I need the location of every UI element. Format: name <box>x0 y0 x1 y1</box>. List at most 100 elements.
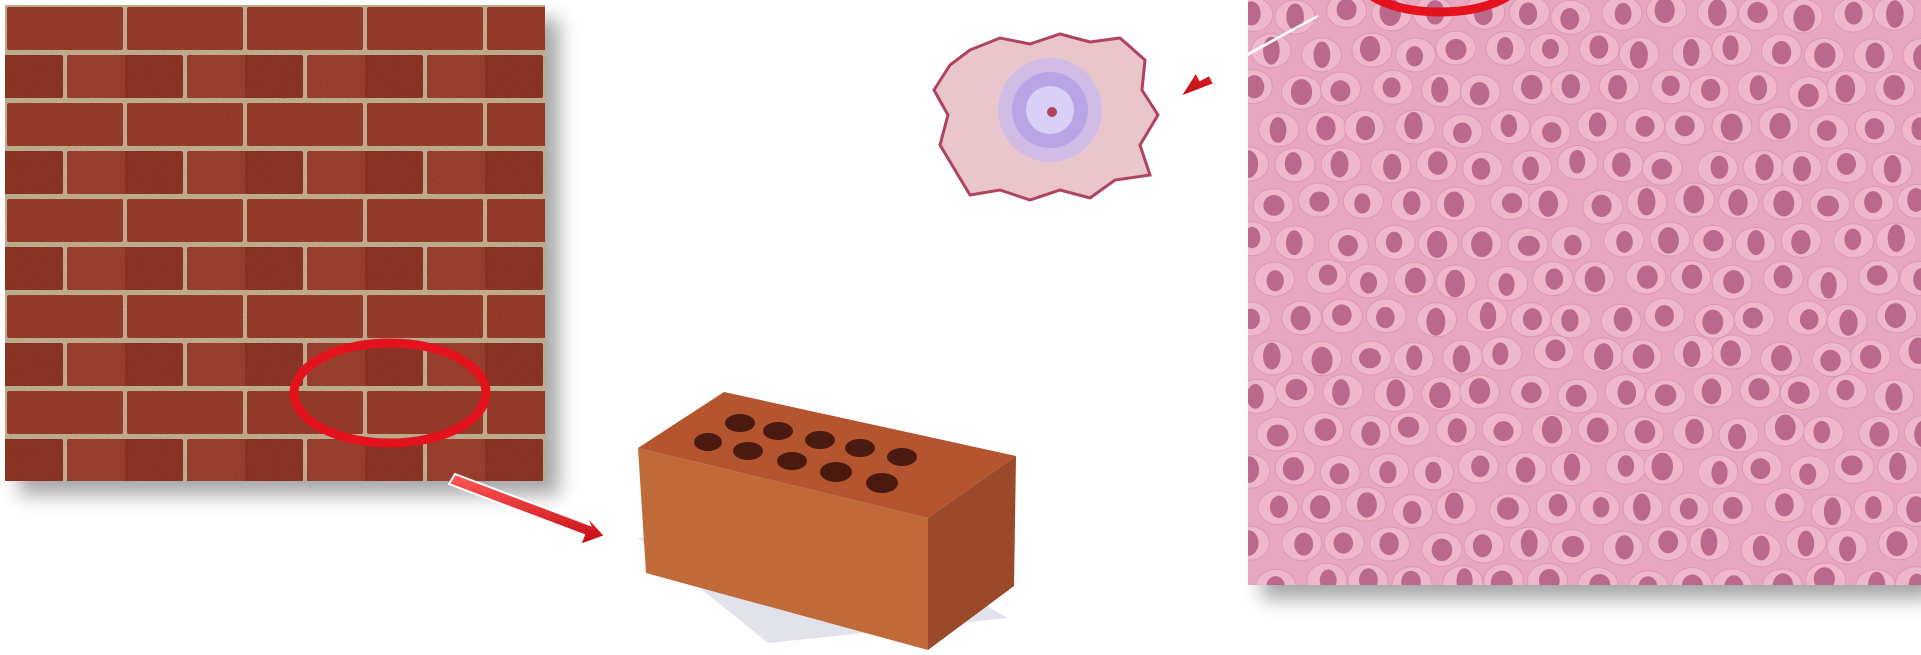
tissue-nucleus <box>1661 76 1679 96</box>
tissue-nucleus <box>1883 75 1905 100</box>
tissue-nucleus <box>1521 382 1541 403</box>
tissue-nucleus <box>1755 154 1773 180</box>
tissue-nucleus <box>1431 77 1448 102</box>
tissue-nucleus <box>1658 531 1678 554</box>
tissue-nucleus <box>1312 347 1333 374</box>
tissue-nucleus <box>1710 156 1728 179</box>
tissue-nucleus <box>1865 496 1882 519</box>
tissue-nucleus <box>1702 379 1722 405</box>
tissue-nucleus <box>1800 309 1819 330</box>
tissue-nucleus <box>1376 307 1395 328</box>
tissue-nucleus <box>1398 417 1419 438</box>
tissue-nucleus <box>1480 302 1496 329</box>
tissue-nucleus <box>1769 113 1790 139</box>
tissue-nucleus <box>1383 154 1401 180</box>
tissue-nucleus <box>1589 112 1606 136</box>
tissue-nucleus <box>1426 308 1445 336</box>
tissue-nucleus <box>1820 350 1840 372</box>
tissue-nucleus <box>1309 192 1329 212</box>
tissue-nucleus <box>1615 3 1632 25</box>
tissue-nucleus <box>1566 385 1587 407</box>
tissue-nucleus <box>1564 454 1580 481</box>
tissue-nucleus <box>1589 35 1608 58</box>
tissue-nucleus <box>1521 75 1542 100</box>
tissue-nucleus <box>1655 384 1676 406</box>
tissue-nucleus <box>1702 310 1723 335</box>
arrow-right-down-icon <box>449 474 605 545</box>
tissue-nucleus <box>1472 158 1491 180</box>
tissue-nucleus <box>1314 42 1331 68</box>
tissue-nucleus <box>1521 530 1538 557</box>
tissue-nucleus <box>1291 79 1312 105</box>
tissue-nucleus <box>1723 270 1744 293</box>
tissue-nucleus <box>1316 116 1335 141</box>
tissue-nucleus <box>1518 236 1540 256</box>
tissue-nucleus <box>1683 39 1699 66</box>
tissue-nucleus <box>1703 230 1723 251</box>
tissue-nucleus <box>1637 265 1658 288</box>
tissue-nucleus <box>1753 536 1770 561</box>
brick-wall-photo <box>5 5 545 481</box>
tissue-nucleus <box>1728 189 1747 216</box>
tissue-nucleus <box>1332 304 1352 325</box>
tissue-nucleus <box>1814 42 1835 67</box>
tissue-nucleus <box>1263 195 1284 216</box>
tissue-nucleus <box>1616 231 1633 253</box>
tissue-nucleus <box>1542 39 1559 59</box>
tissue-nucleus <box>1330 80 1350 101</box>
tissue-nucleus <box>1359 348 1381 368</box>
tissue-nucleus <box>1886 531 1907 556</box>
tissue-nucleus <box>1743 307 1763 328</box>
tissue-nucleus <box>1788 382 1810 404</box>
tissue-nucleus <box>1360 36 1380 62</box>
tissue-nucleus <box>1585 266 1606 292</box>
tissue-nucleus <box>1310 495 1330 518</box>
tissue-nucleus <box>1564 235 1582 255</box>
tissue-nucleus <box>1593 497 1609 517</box>
tissue-nucleus <box>1798 84 1819 107</box>
tissue-nucleus <box>1798 531 1814 557</box>
tissue-nucleus <box>1885 303 1906 328</box>
tissue-nucleus <box>1865 118 1885 139</box>
tissue-nucleus <box>1635 420 1656 443</box>
tissue-nucleus <box>1747 230 1764 255</box>
tissue-nucleus <box>1405 268 1426 294</box>
tissue-nucleus <box>1379 461 1396 483</box>
tissue-nucleus <box>1497 37 1513 60</box>
tissue-nucleus <box>1839 310 1857 336</box>
tissue-nucleus <box>1330 463 1350 484</box>
tissue-nucleus <box>1331 151 1349 178</box>
tissue-nucleus <box>1471 231 1492 257</box>
tissue-nucleus <box>1775 415 1796 441</box>
tissue-nucleus <box>1612 152 1631 176</box>
tissue-nucleus <box>1722 35 1738 60</box>
tissue-nucleus <box>1860 345 1881 369</box>
tissue-nucleus <box>1817 195 1839 216</box>
tissue-nucleus <box>1774 265 1793 288</box>
tissue-nucleus <box>1638 188 1656 215</box>
brick-photo <box>628 388 1018 655</box>
tissue-nucleus <box>1474 3 1493 25</box>
tissue-nucleus <box>1651 453 1673 481</box>
tissue-nucleus <box>1432 539 1453 561</box>
tissue-nucleus <box>1522 157 1539 181</box>
tissue-nucleus <box>1542 416 1562 443</box>
tissue-nucleus <box>1562 74 1580 98</box>
tissue-nucleus <box>1453 123 1472 144</box>
tissue-nucleus <box>1793 5 1815 32</box>
tissue-nucleus <box>1545 268 1563 289</box>
tissue-nucleus <box>1448 418 1467 442</box>
tissue-nucleus <box>1334 533 1353 554</box>
tissue-nucleus <box>1837 380 1855 400</box>
tissue-nucleus <box>1338 235 1358 256</box>
tissue-nucleus <box>1497 497 1519 520</box>
tissue-nucleus <box>1539 191 1558 217</box>
tissue-nucleus <box>1354 193 1370 213</box>
tissue-nucleus <box>1501 114 1517 137</box>
tissue-nucleus <box>1549 494 1568 516</box>
tissue-nucleus <box>1775 493 1794 516</box>
tissue-nucleus <box>1614 307 1633 331</box>
tissue-nucleus <box>1267 424 1289 446</box>
tissue-nucleus <box>1560 8 1579 30</box>
tissue-nucleus <box>1270 496 1288 518</box>
